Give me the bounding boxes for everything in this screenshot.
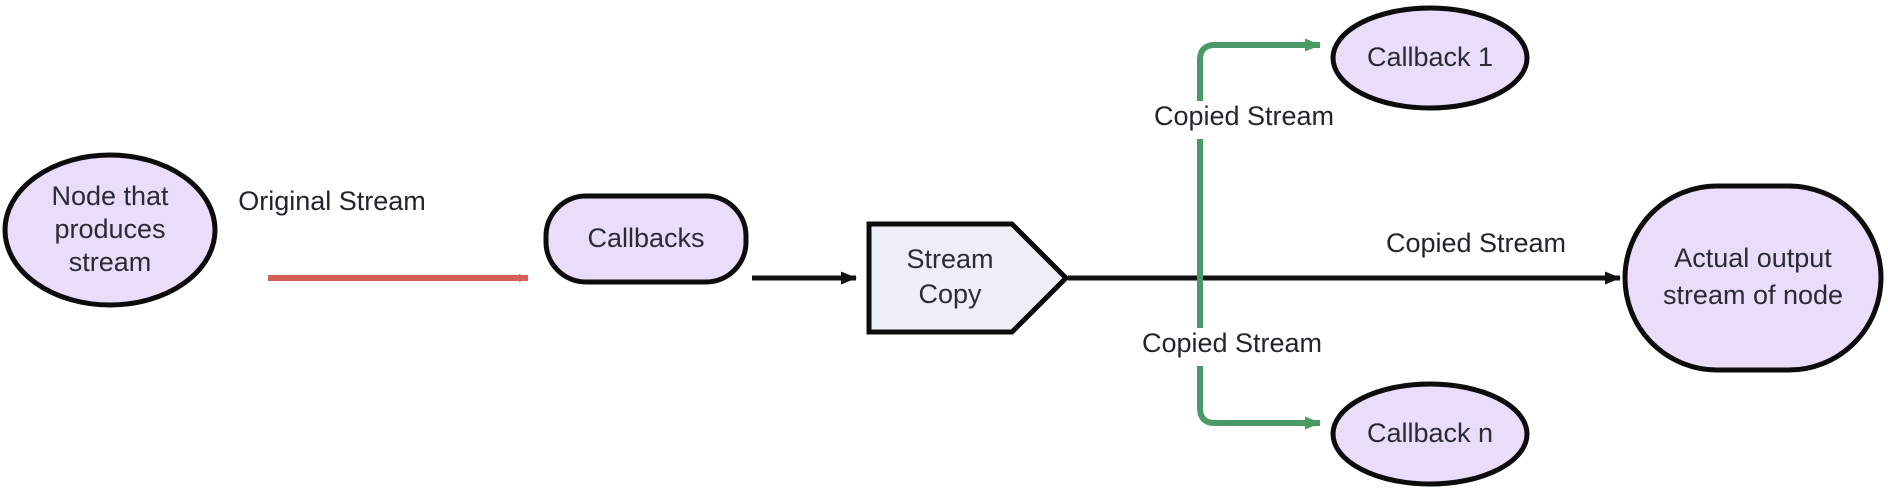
edge-label-original-stream-text: Original Stream xyxy=(238,186,426,216)
node-callback-1-shape[interactable] xyxy=(1330,5,1530,111)
edge-line-copied-stream-top xyxy=(1197,38,1321,278)
edge-label-original-stream: Original Stream xyxy=(238,184,448,222)
edge-label-copied-stream-mid: Copied Stream xyxy=(1370,228,1582,266)
node-actual-output[interactable]: Actual output stream of node xyxy=(1622,183,1884,373)
node-callback-1[interactable]: Callback 1 xyxy=(1330,5,1530,111)
edge-label-copied-stream-mid-text: Copied Stream xyxy=(1386,228,1566,258)
node-producer-shape[interactable] xyxy=(2,152,218,308)
node-stream-copy[interactable]: Stream Copy xyxy=(866,221,1070,335)
node-callbacks[interactable]: Callbacks xyxy=(543,193,749,285)
node-actual-output-shape[interactable] xyxy=(1622,183,1884,373)
edge-label-copied-stream-bottom-text: Copied Stream xyxy=(1142,328,1322,358)
label-backdrop xyxy=(1138,101,1350,139)
label-backdrop xyxy=(1370,228,1582,266)
edge-label-copied-stream-bottom: Copied Stream xyxy=(1126,328,1338,366)
node-callbacks-shape[interactable] xyxy=(543,193,749,285)
edge-stream-copy-to-callback-n xyxy=(1197,278,1321,430)
label-backdrop xyxy=(1126,328,1338,366)
edge-line-copied-stream-bottom xyxy=(1197,278,1321,430)
node-callback-n[interactable]: Callback n xyxy=(1330,381,1530,487)
node-callback-n-shape[interactable] xyxy=(1330,381,1530,487)
edge-label-copied-stream-top-text: Copied Stream xyxy=(1154,101,1334,131)
node-stream-copy-shape[interactable] xyxy=(866,221,1070,335)
node-producer[interactable]: Node that produces stream xyxy=(2,152,218,308)
label-backdrop xyxy=(238,184,448,222)
edge-label-copied-stream-top: Copied Stream xyxy=(1138,101,1350,139)
edge-stream-copy-to-callback-1 xyxy=(1197,38,1321,278)
